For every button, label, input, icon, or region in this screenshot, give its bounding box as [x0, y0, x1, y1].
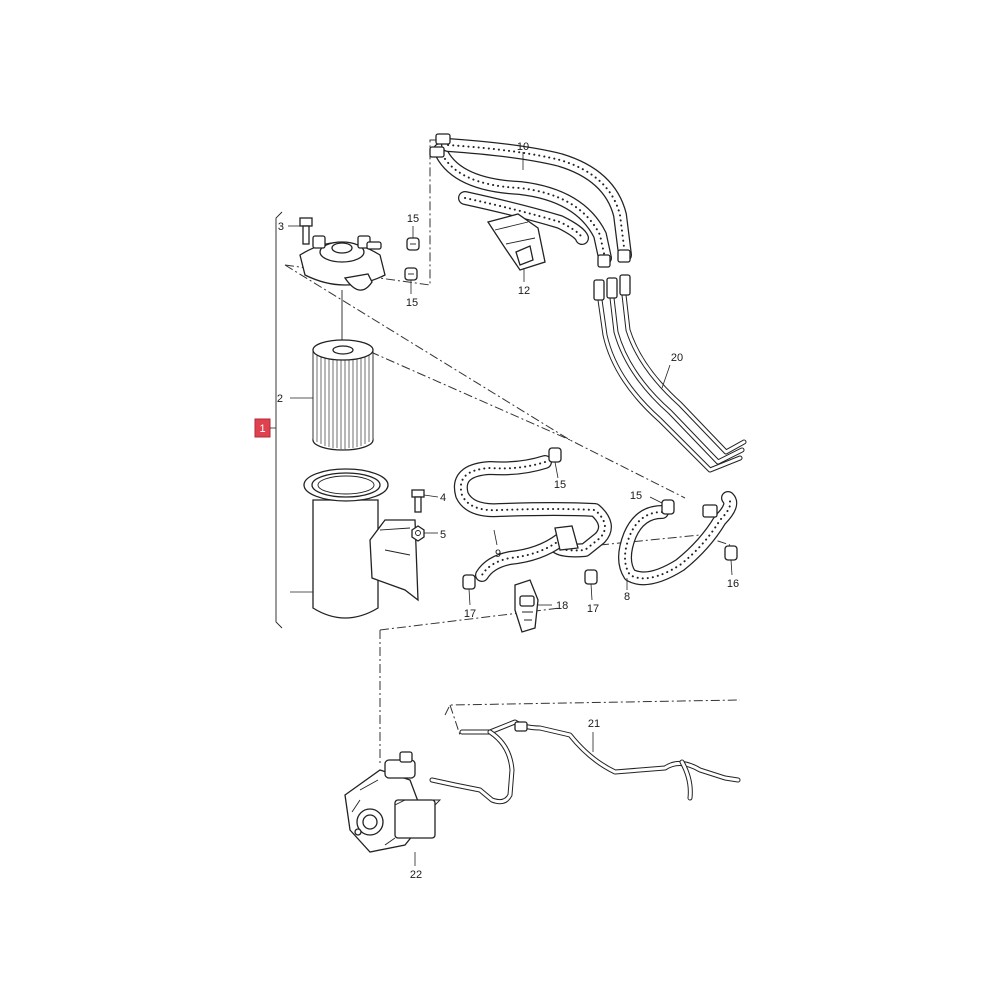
callout-1[interactable]: 1: [254, 418, 276, 438]
callout-22[interactable]: 22: [410, 869, 422, 881]
callout-20[interactable]: 20: [671, 352, 683, 364]
filter-head: [299, 235, 386, 340]
callout-10[interactable]: 10: [517, 141, 529, 153]
callout-8[interactable]: 8: [624, 591, 630, 603]
part-4-bolt: [411, 489, 439, 513]
part-20-fuel-pipes: [593, 274, 747, 473]
callout-16[interactable]: 16: [727, 578, 739, 590]
part-15-clamp-lower: [404, 267, 418, 294]
callout-21[interactable]: 21: [588, 718, 600, 730]
part-15-clamp-mid: [548, 447, 562, 479]
callout-12[interactable]: 12: [518, 285, 530, 297]
callout-17-right[interactable]: 17: [587, 603, 599, 615]
callout-15-mid[interactable]: 15: [554, 479, 566, 491]
callouts: 1 2 3 4 5 8 9 10 12 15 15 15 15 16 17 17…: [254, 141, 739, 881]
part-18-sensor: [514, 579, 552, 633]
callout-5[interactable]: 5: [440, 529, 446, 541]
callout-15-right[interactable]: 15: [630, 490, 642, 502]
callout-15-second[interactable]: 15: [406, 297, 418, 309]
part-16-clamp: [724, 545, 738, 576]
part-8-hose: [618, 491, 738, 590]
part-21-fuel-line: [429, 719, 741, 805]
part-15-clamp-right: [649, 496, 675, 515]
part-15-clamp-upper: [406, 226, 420, 251]
callout-9[interactable]: 9: [495, 548, 501, 560]
part-17-clamp-right: [584, 569, 598, 601]
callout-15-top[interactable]: 15: [407, 213, 419, 225]
group-1-bracket: [275, 211, 283, 629]
part-22-fuel-pump: [344, 751, 442, 866]
callout-18[interactable]: 18: [556, 600, 568, 612]
callout-3[interactable]: 3: [278, 221, 284, 233]
part-10-hose: [429, 133, 632, 268]
callout-2[interactable]: 2: [277, 393, 283, 405]
callout-4[interactable]: 4: [440, 492, 446, 504]
part-17-clamp-left: [462, 574, 476, 606]
callout-17-left[interactable]: 17: [464, 608, 476, 620]
part-5-nut: [411, 525, 438, 542]
part-9-hose: [453, 455, 612, 582]
filter-housing: [290, 468, 419, 619]
callout-1-label: 1: [259, 423, 265, 435]
part-3-bolt: [288, 217, 313, 245]
part-2-filter-element: [290, 339, 374, 451]
part-12-bracket: [486, 213, 546, 282]
